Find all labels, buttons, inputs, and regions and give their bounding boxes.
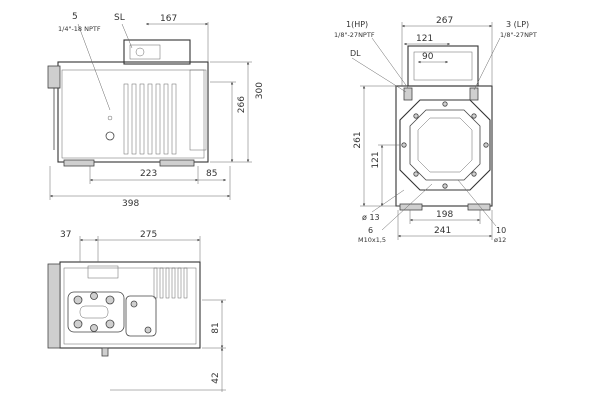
label-10: 10 [496, 226, 506, 235]
label-1hp: 1(HP) [346, 20, 368, 29]
label-5-thread: 1/4"-18 NPTF [58, 25, 101, 33]
top-view: 37 275 81 42 [47, 230, 226, 392]
flange-bolts [401, 101, 489, 189]
label-6: 6 [368, 226, 373, 235]
label-5: 5 [72, 12, 78, 22]
side-view: 5 1/4"-18 NPTF SL 167 300 266 223 85 398 [47, 12, 265, 209]
label-dia13: ø 13 [362, 213, 380, 222]
label-3lp-thread: 1/8"-27NPT [500, 31, 537, 39]
label-dl: DL [350, 49, 361, 58]
dim-90: 90 [422, 52, 434, 62]
dim-223: 223 [140, 169, 157, 179]
dim-198: 198 [436, 210, 453, 220]
dim-398: 398 [122, 199, 139, 209]
dim-267: 267 [436, 16, 453, 26]
cooling-fins [123, 83, 177, 155]
dim-167: 167 [160, 14, 177, 24]
label-sl: SL [114, 13, 125, 23]
dim-42: 42 [211, 372, 221, 383]
dim-121-top: 121 [416, 34, 433, 44]
dim-300: 300 [255, 82, 265, 99]
dim-81: 81 [211, 322, 221, 333]
label-3lp: 3 (LP) [506, 20, 529, 29]
top-fins [153, 267, 188, 299]
dim-37: 37 [60, 230, 71, 240]
label-dia12: ø12 [494, 236, 506, 244]
dim-275: 275 [140, 230, 157, 240]
dim-241: 241 [434, 226, 451, 236]
label-6-thread: M10x1,5 [358, 236, 386, 244]
label-1hp-thread: 1/8"-27NPTF [334, 31, 375, 39]
dim-85: 85 [206, 169, 217, 179]
dim-121-left: 121 [371, 151, 381, 168]
dim-266: 266 [237, 96, 247, 113]
front-view: 1(HP) 1/8"-27NPTF 3 (LP) 1/8"-27NPT 267 … [334, 16, 537, 244]
dim-261: 261 [353, 131, 363, 148]
